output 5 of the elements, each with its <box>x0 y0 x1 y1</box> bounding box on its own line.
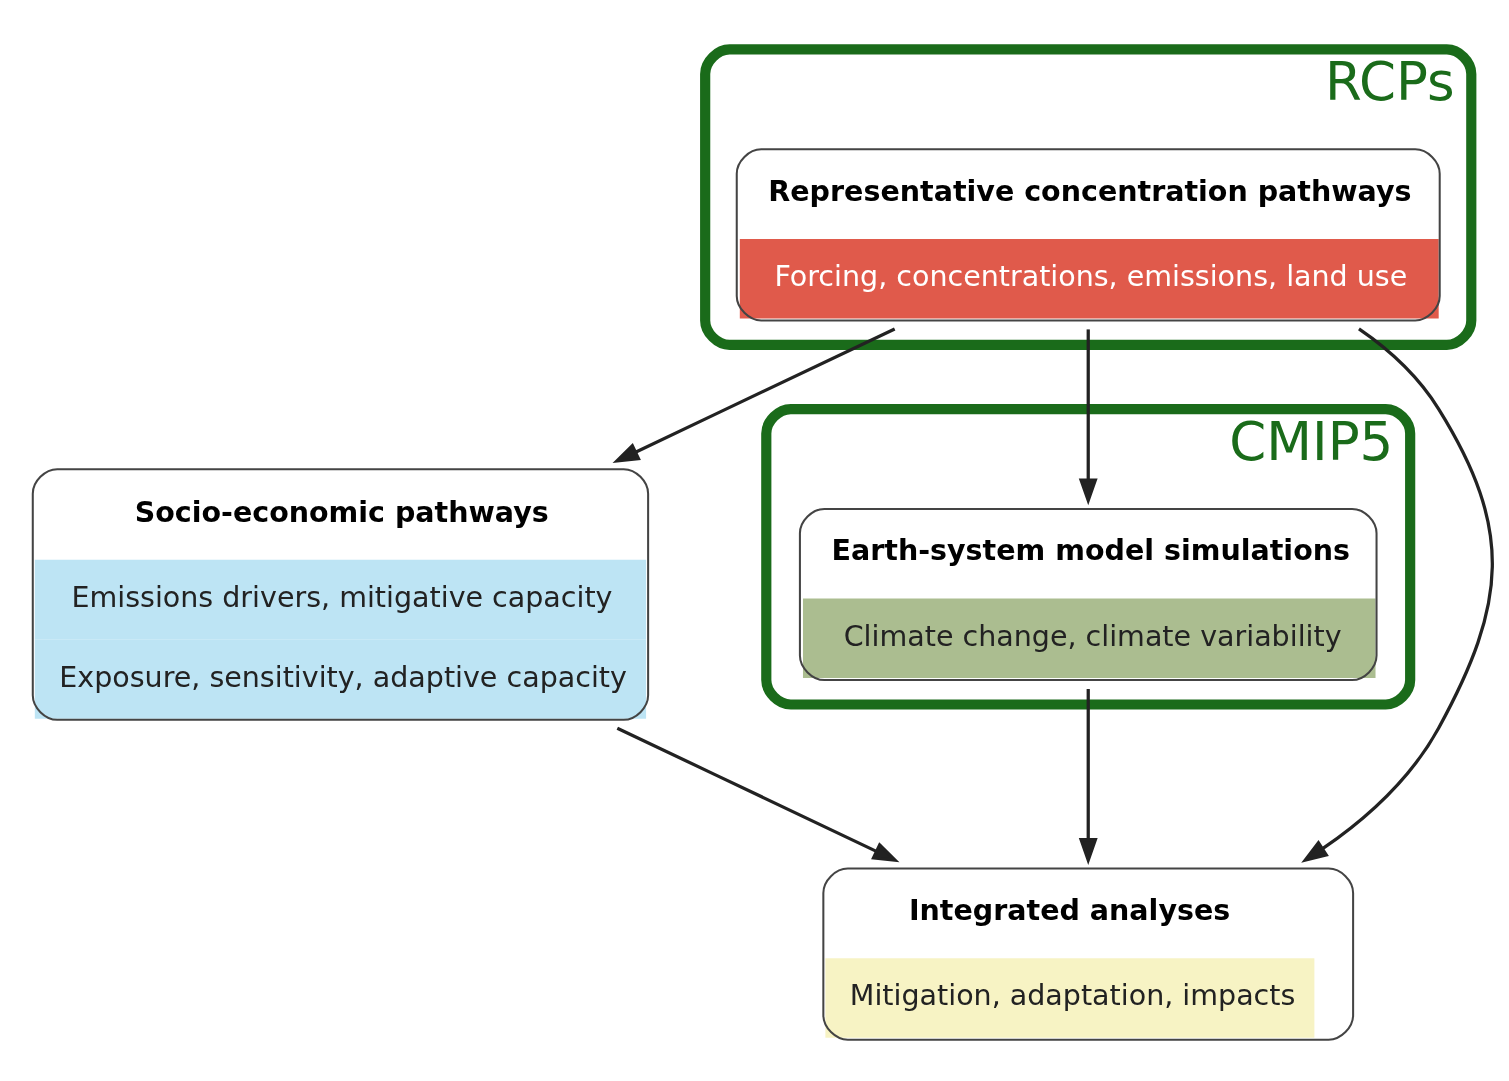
arrow <box>612 327 896 464</box>
arrow <box>1078 329 1098 506</box>
arrow <box>1078 689 1098 865</box>
arrow <box>616 726 900 863</box>
arrow <box>1301 327 1494 863</box>
